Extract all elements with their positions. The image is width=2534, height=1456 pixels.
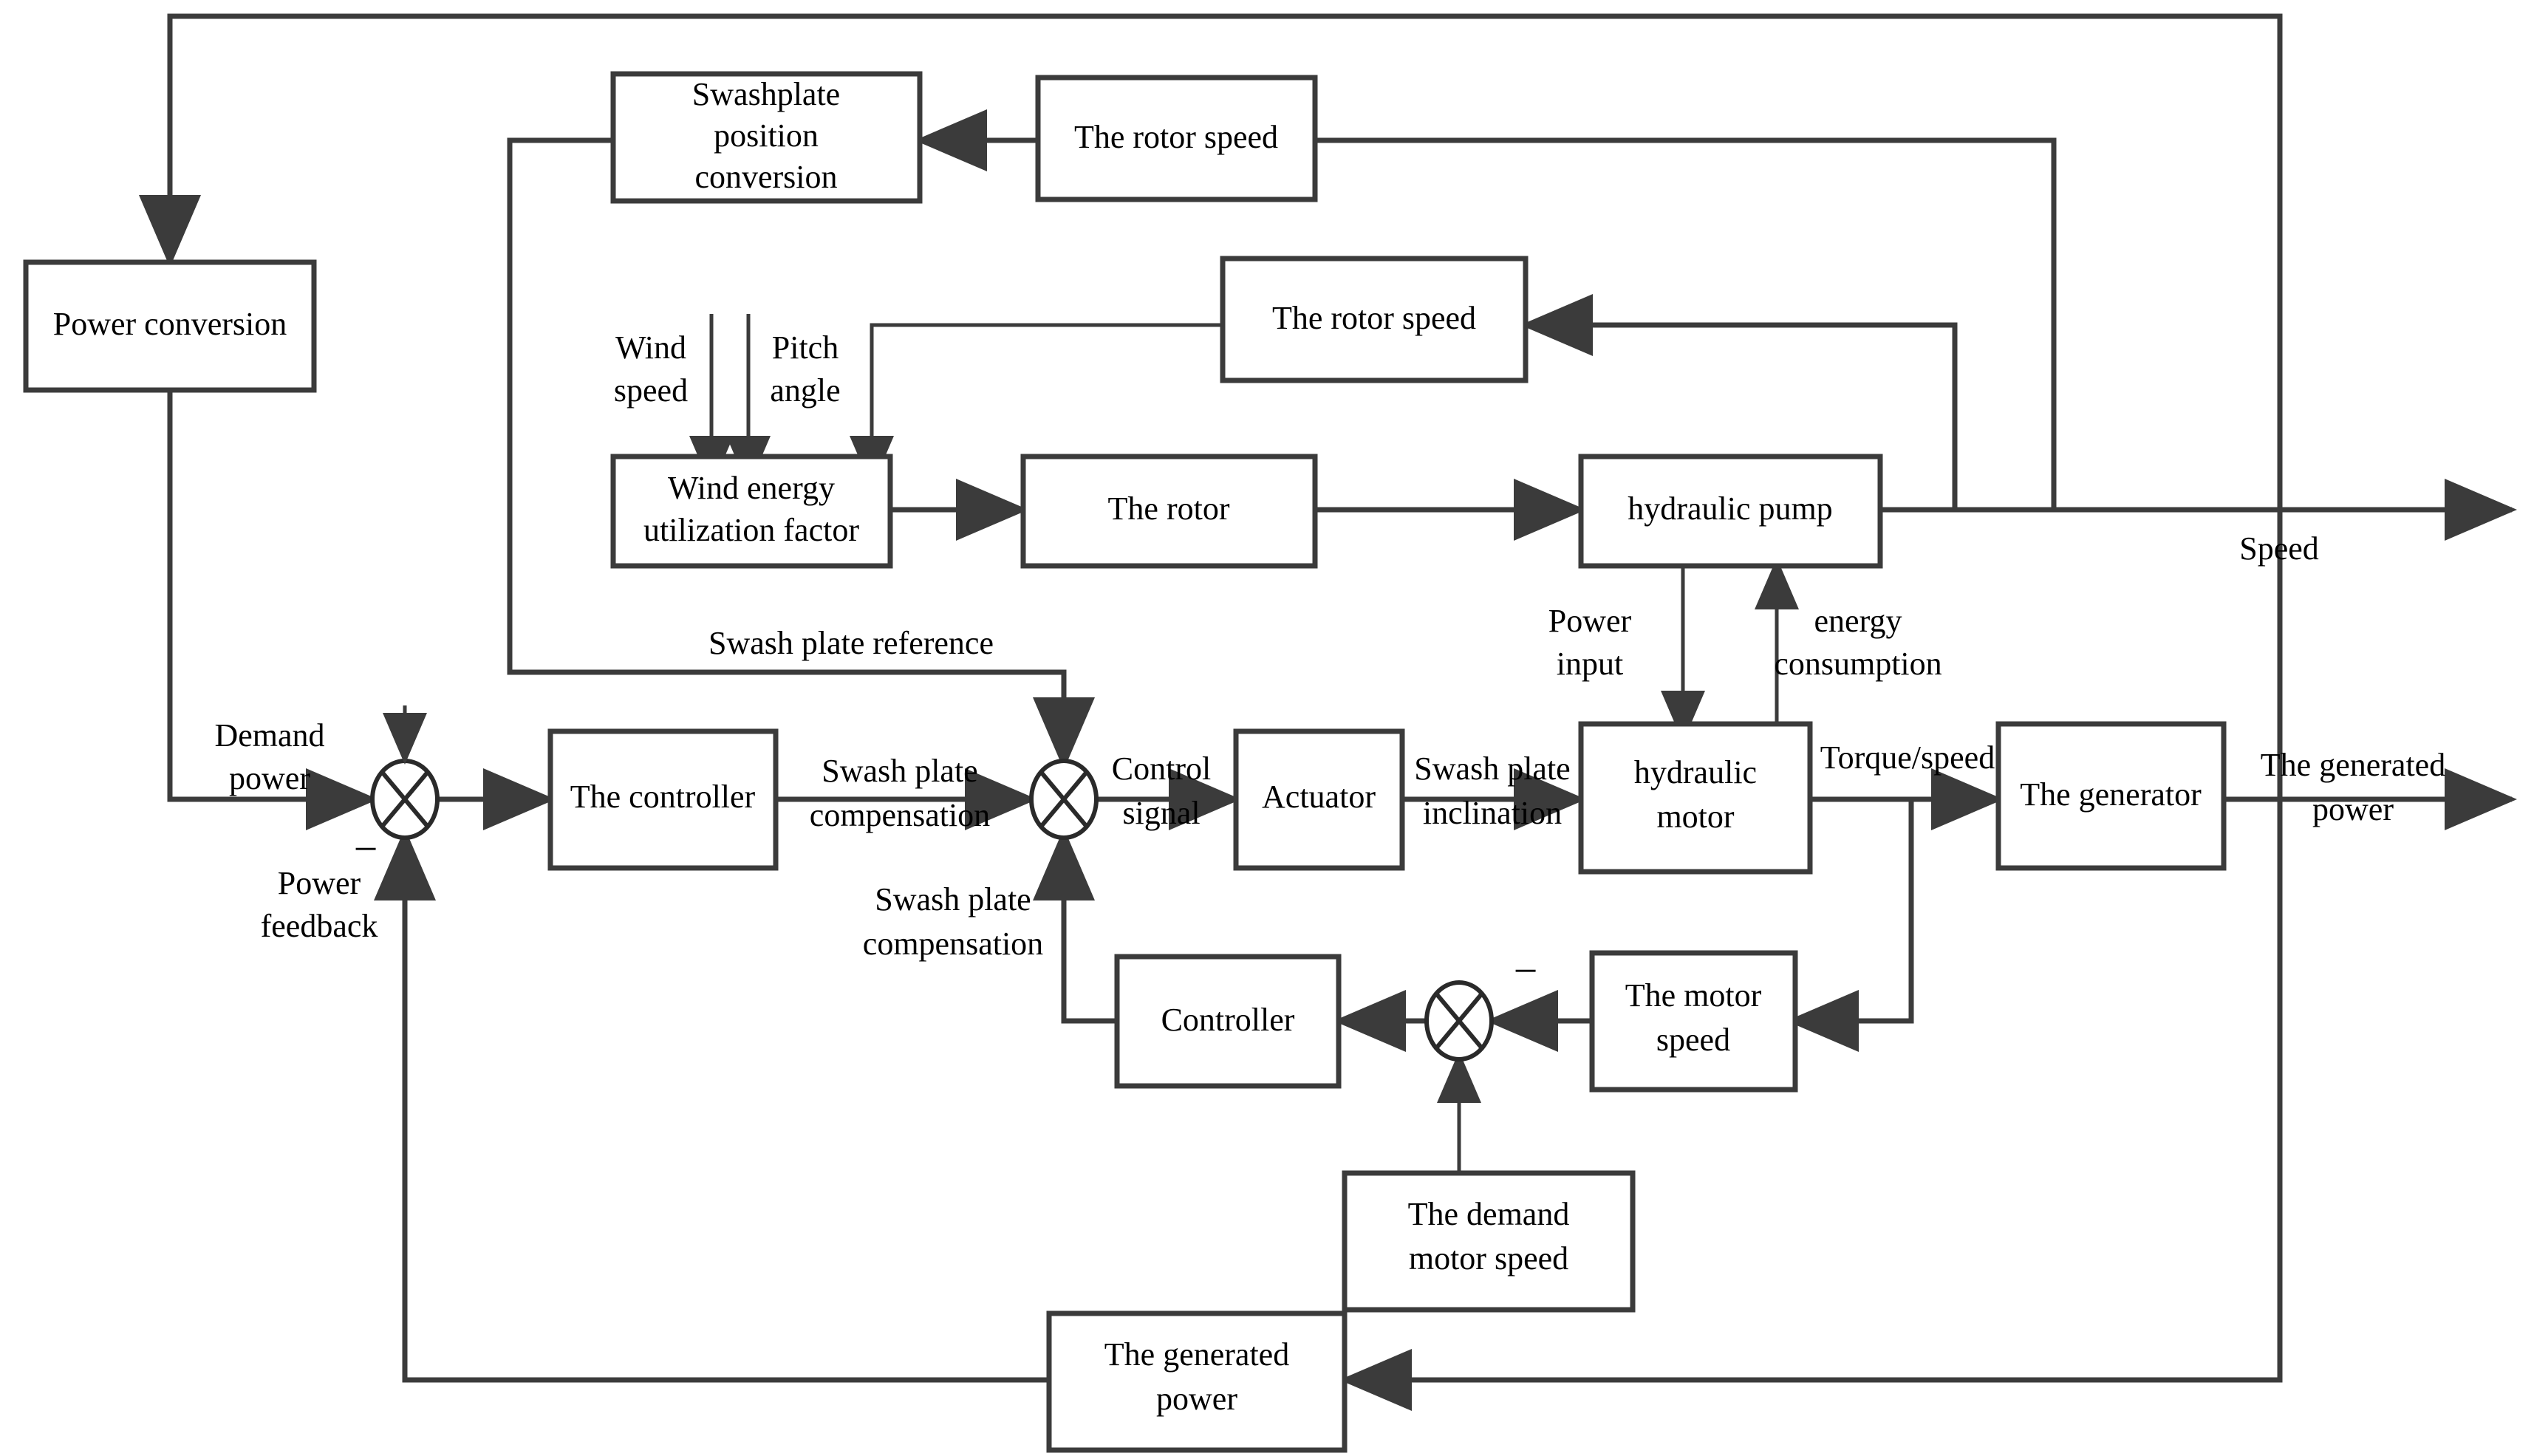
label-swash-plate-compensation-bottom-2: compensation xyxy=(863,926,1043,962)
block-power-conversion[interactable]: Power conversion xyxy=(23,259,317,393)
block-controller-lower-label: Controller xyxy=(1161,1002,1295,1038)
block-the-rotor-label: The rotor xyxy=(1108,491,1230,527)
wire-controller-to-sum2-compensation xyxy=(1033,828,1117,1024)
label-swash-plate-inclination-2: inclination xyxy=(1423,795,1562,831)
label-swash-plate-reference: Swash plate reference xyxy=(708,625,994,661)
label-speed-output: Speed xyxy=(2239,530,2319,567)
block-rotor-speed-top-label: The rotor speed xyxy=(1074,119,1278,155)
block-the-controller-label: The controller xyxy=(570,779,756,815)
block-swashplate-label-3: conversion xyxy=(694,159,837,195)
block-hydraulic-pump[interactable]: hydraulic pump xyxy=(1578,454,1883,569)
label-power-input-1: Power xyxy=(1548,603,1632,639)
block-actuator[interactable]: Actuator xyxy=(1233,728,1405,871)
label-swash-plate-inclination-1: Swash plate xyxy=(1414,751,1570,787)
block-controller-lower[interactable]: Controller xyxy=(1114,954,1342,1089)
block-hydraulic-motor-label-2: motor xyxy=(1656,799,1734,835)
label-pitch-angle-2: angle xyxy=(770,372,840,409)
label-control-signal-2: signal xyxy=(1122,795,1200,831)
block-rotor-speed-mid-label: The rotor speed xyxy=(1272,300,1476,336)
label-torque-speed: Torque/speed xyxy=(1820,739,1995,776)
block-the-motor-speed[interactable]: The motor speed xyxy=(1589,950,1798,1093)
summing-junction-swashplate[interactable] xyxy=(1029,759,1099,840)
block-hydraulic-motor[interactable]: hydraulic motor xyxy=(1578,721,1813,875)
label-generated-power-out-1: The generated xyxy=(2261,747,2445,783)
label-swash-plate-compensation-top-1: Swash plate xyxy=(822,753,977,789)
wire-generator-to-generated-power-block xyxy=(1339,799,2283,1411)
block-the-controller[interactable]: The controller xyxy=(547,728,779,871)
block-swashplate-label-1: Swashplate xyxy=(692,76,840,112)
block-demand-motor-speed-label-2: motor speed xyxy=(1409,1240,1568,1276)
block-the-motor-speed-label-2: speed xyxy=(1656,1022,1730,1058)
label-energy-consumption-2: consumption xyxy=(1774,646,1942,682)
label-energy-consumption-1: energy xyxy=(1814,603,1902,639)
label-generated-power-out-2: power xyxy=(2312,791,2394,827)
block-generated-power-label-2: power xyxy=(1156,1381,1237,1417)
summing-junction-power[interactable] xyxy=(370,759,440,840)
label-control-signal-1: Control xyxy=(1112,751,1211,787)
label-minus-sign-power: − xyxy=(354,824,378,872)
block-rotor-speed-top[interactable]: The rotor speed xyxy=(1035,75,1318,202)
block-wind-energy-label-1: Wind energy xyxy=(668,470,835,506)
block-actuator-label: Actuator xyxy=(1262,779,1376,815)
block-the-motor-speed-label-1: The motor xyxy=(1625,977,1762,1014)
label-demand-power-1: Demand xyxy=(214,717,324,753)
wire-swash-plate-reference-to-sum2 xyxy=(507,137,1095,770)
label-wind-speed-2: speed xyxy=(614,372,688,409)
label-pitch-angle-1: Pitch xyxy=(772,329,839,366)
label-minus-sign-motor: − xyxy=(1514,946,1538,994)
block-the-generated-power[interactable]: The generated power xyxy=(1046,1310,1348,1453)
label-power-feedback-1: Power xyxy=(278,865,361,901)
label-power-input-2: input xyxy=(1557,646,1623,682)
block-swashplate-position-conversion[interactable]: Swashplate position conversion xyxy=(610,71,923,204)
wire-torque-speed-to-motor-speed-box xyxy=(1786,799,1914,1052)
block-the-generator-label: The generator xyxy=(2020,776,2202,813)
block-hydraulic-motor-label-1: hydraulic xyxy=(1634,754,1757,790)
summing-junction-motor-speed[interactable] xyxy=(1424,980,1494,1062)
label-wind-speed-1: Wind xyxy=(615,329,686,366)
wire-pump-to-rotor-speed-mid xyxy=(1520,294,1958,510)
block-wind-energy-utilization-factor[interactable]: Wind energy utilization factor xyxy=(610,454,893,569)
label-power-feedback-2: feedback xyxy=(261,908,378,944)
block-swashplate-label-2: position xyxy=(714,117,819,154)
wire-generated-power-to-power-conversion xyxy=(139,13,2283,799)
label-demand-power-2: power xyxy=(229,760,310,796)
block-the-demand-motor-speed[interactable]: The demand motor speed xyxy=(1342,1170,1636,1313)
block-rotor-speed-mid[interactable]: The rotor speed xyxy=(1220,256,1529,383)
wire-generated-power-to-sum1-feedback xyxy=(374,828,1049,1383)
block-wind-energy-label-2: utilization factor xyxy=(643,512,859,548)
wire-power-conversion-to-sum1 xyxy=(167,390,378,830)
block-generated-power-label-1: The generated xyxy=(1104,1336,1289,1373)
block-power-conversion-label: Power conversion xyxy=(53,306,287,342)
wire-rotor-speed-mid-to-wind-energy xyxy=(850,323,1223,488)
block-the-rotor[interactable]: The rotor xyxy=(1020,454,1318,569)
label-swash-plate-compensation-bottom-1: Swash plate xyxy=(875,881,1031,917)
block-the-generator[interactable]: The generator xyxy=(1995,721,2227,871)
wire-pump-to-rotor-speed-top xyxy=(1315,137,2057,510)
label-swash-plate-compensation-top-2: compensation xyxy=(810,797,990,833)
block-hydraulic-pump-label: hydraulic pump xyxy=(1628,491,1832,527)
block-demand-motor-speed-label-1: The demand xyxy=(1408,1196,1570,1232)
